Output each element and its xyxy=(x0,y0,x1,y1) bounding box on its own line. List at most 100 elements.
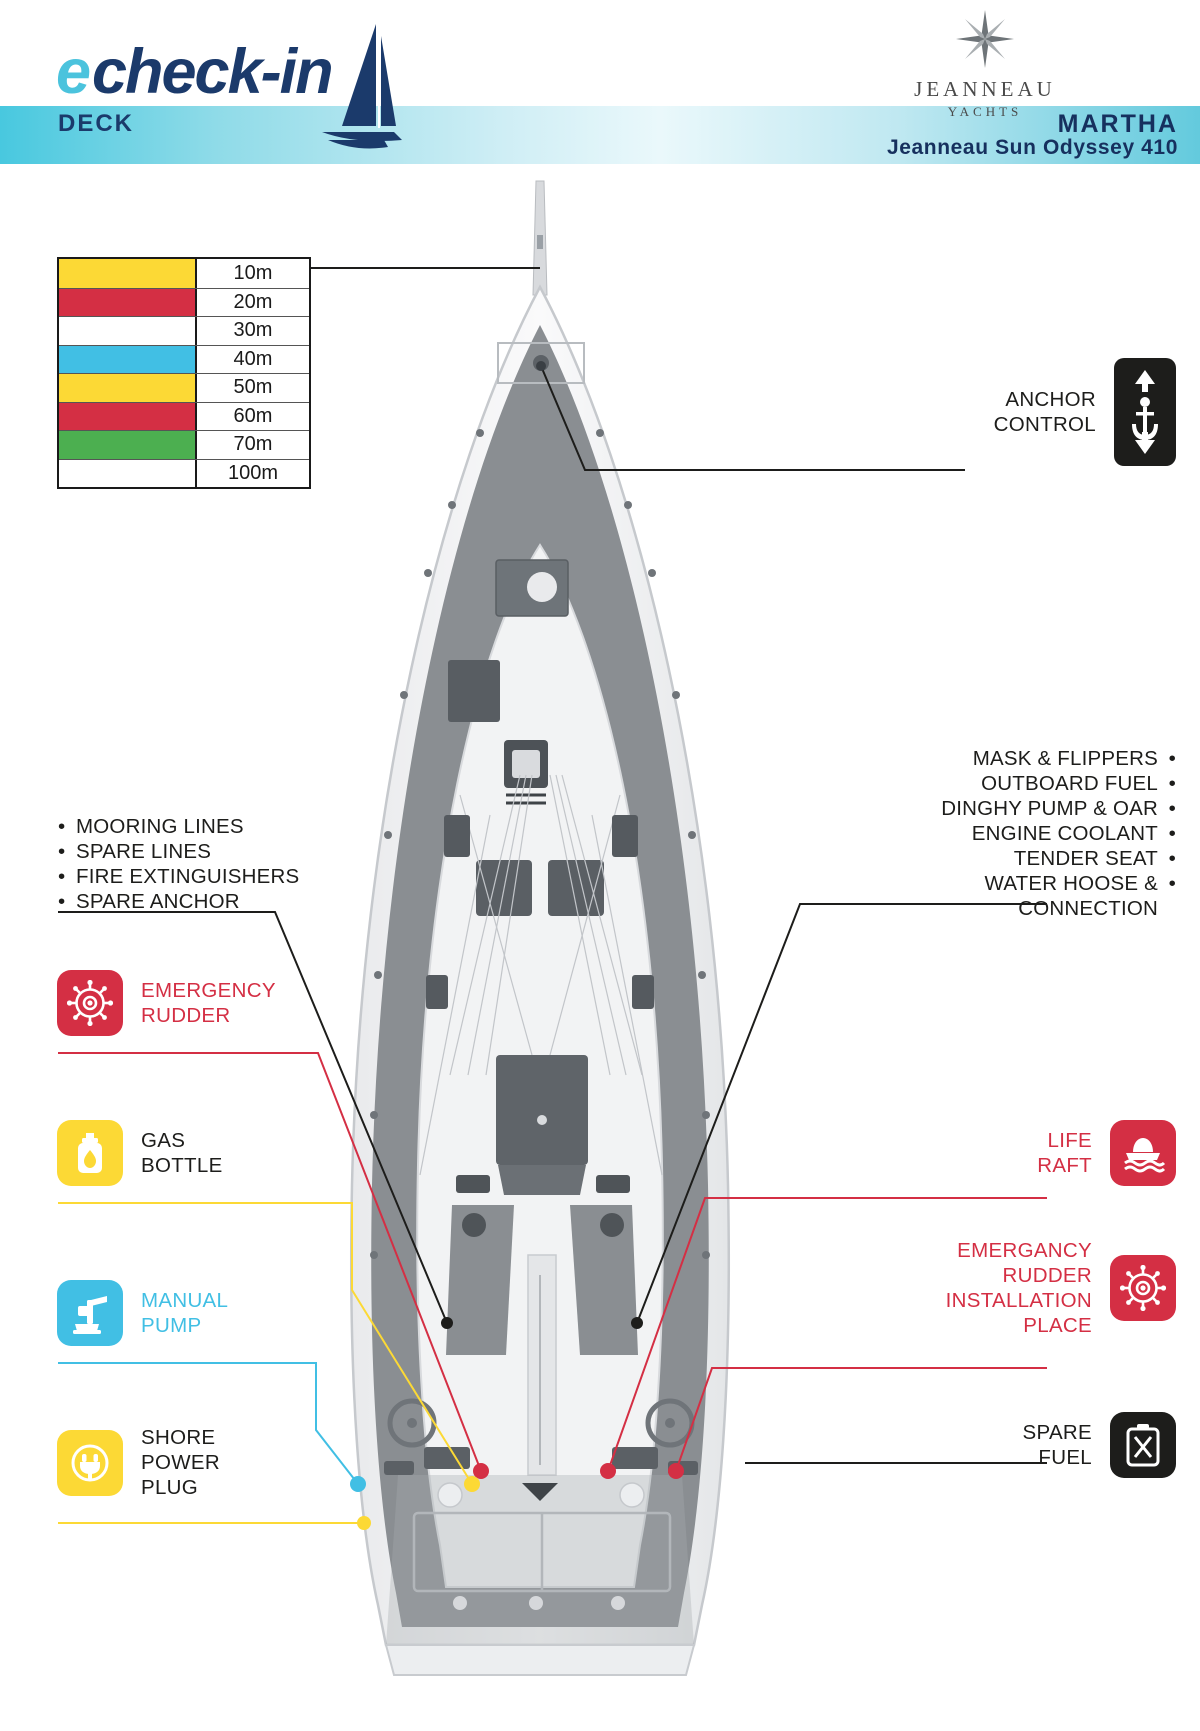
shore-power-plug-item[interactable]: SHORE POWER PLUG xyxy=(57,1425,220,1500)
list-item: CONNECTION xyxy=(1018,897,1158,920)
emergency-rudder-label: EMERGENCY RUDDER xyxy=(141,978,276,1028)
legend-swatch xyxy=(59,288,197,316)
legend-row: 60m xyxy=(59,401,309,430)
manual-pump-icon-box[interactable] xyxy=(57,1280,123,1346)
legend-label: 100m xyxy=(227,461,279,484)
transom-platform xyxy=(384,1475,696,1676)
jeanneau-brand-name: JEANNEAU xyxy=(914,77,1056,101)
power-plug-icon xyxy=(71,1444,109,1481)
manual-pump-line1: MANUAL xyxy=(141,1289,229,1312)
life-raft-icon xyxy=(1124,1138,1166,1173)
life-raft-item[interactable]: LIFE RAFT xyxy=(1037,1120,1176,1186)
legend-row: 10m xyxy=(59,259,309,288)
boat-model: Jeanneau Sun Odyssey 410 xyxy=(886,136,1178,159)
forward-hatch xyxy=(495,559,569,617)
life-raft-line1: LIFE xyxy=(1047,1129,1092,1152)
anchor-control-icon-box[interactable] xyxy=(1114,358,1176,466)
emergency-rudder-line1: EMERGENCY xyxy=(141,979,276,1002)
legend-swatch xyxy=(59,259,197,288)
legend-row: 30m xyxy=(59,316,309,345)
emergency-rudder-line2: RUDDER xyxy=(141,1004,231,1027)
gas-bottle-icon xyxy=(78,1133,102,1173)
compass-rose-icon xyxy=(956,10,1014,68)
list-item: ENGINE COOLANT xyxy=(941,821,1176,846)
header-gradient-band xyxy=(0,106,1200,164)
anchor-control-line1: ANCHOR xyxy=(1005,388,1096,411)
spare-fuel-icon-box[interactable] xyxy=(1110,1412,1176,1478)
list-item: SPARE LINES xyxy=(58,839,299,864)
cockpit-centre xyxy=(527,1254,557,1476)
hand-pump-icon xyxy=(73,1296,107,1334)
left-equipment-list: MOORING LINES SPARE LINES FIRE EXTINGUIS… xyxy=(58,814,299,914)
legend-row: 40m xyxy=(59,344,309,373)
er-install-line4: PLACE xyxy=(1023,1314,1092,1337)
legend-swatch xyxy=(59,345,197,373)
ships-wheel-icon xyxy=(1120,1265,1166,1311)
anchor-control-icon xyxy=(1132,370,1158,454)
jeanneau-brand-sub: YACHTS xyxy=(947,104,1023,119)
life-raft-icon-box[interactable] xyxy=(1110,1120,1176,1186)
legend-row: 70m xyxy=(59,430,309,459)
gas-bottle-label: GAS BOTTLE xyxy=(141,1128,223,1178)
boat-name: MARTHA xyxy=(1057,110,1178,138)
legend-swatch xyxy=(59,402,197,430)
spare-fuel-label: SPARE FUEL xyxy=(1023,1420,1092,1470)
emergency-rudder-item[interactable]: EMERGENCY RUDDER xyxy=(57,970,276,1036)
legend-label: 20m xyxy=(233,290,273,313)
manual-pump-line2: PUMP xyxy=(141,1314,202,1337)
mast-base-fittings xyxy=(504,740,548,805)
legend-swatch xyxy=(59,317,197,345)
list-item: TENDER SEAT xyxy=(941,846,1176,871)
legend-label: 70m xyxy=(233,433,273,456)
anchor-control-item[interactable]: ANCHOR CONTROL xyxy=(994,358,1176,466)
er-install-line1: EMERGANCY xyxy=(957,1239,1092,1262)
er-install-line3: INSTALLATION xyxy=(945,1289,1092,1312)
legend-label: 10m xyxy=(233,261,273,284)
emergency-rudder-installation-place-item[interactable]: EMERGANCY RUDDER INSTALLATION PLACE xyxy=(946,1238,1176,1338)
legend-label: 50m xyxy=(233,376,273,399)
er-install-line2: RUDDER xyxy=(1002,1264,1092,1287)
logo-e-letter: e xyxy=(56,37,91,107)
page-header: e check-in DECK xyxy=(0,0,1200,170)
anchor-chain-depth-legend: 10m 20m 30m 40m 50m 60m 70m 100m xyxy=(57,257,311,489)
list-item: WATER HOOSE & xyxy=(941,871,1176,896)
legend-row: 50m xyxy=(59,373,309,402)
list-item: SPARE ANCHOR xyxy=(58,889,299,914)
list-item: MASK & FLIPPERS xyxy=(941,746,1176,771)
sailboat-icon xyxy=(322,22,402,149)
ships-wheel-icon xyxy=(67,980,113,1026)
deck-hatch xyxy=(448,660,500,722)
shore-power-line3: PLUG xyxy=(141,1476,199,1499)
anchor-control-line2: CONTROL xyxy=(993,413,1096,436)
page-title: DECK xyxy=(58,110,135,137)
emergency-rudder-install-icon-box[interactable] xyxy=(1110,1255,1176,1321)
logo-checkin-text: check-in xyxy=(92,37,334,107)
legend-row: 20m xyxy=(59,287,309,316)
legend-swatch xyxy=(59,431,197,459)
legend-label: 60m xyxy=(233,404,273,427)
deck-plan-drawing xyxy=(349,180,731,1676)
emergency-rudder-install-label: EMERGANCY RUDDER INSTALLATION PLACE xyxy=(946,1238,1092,1338)
list-item: OUTBOARD FUEL xyxy=(941,771,1176,796)
legend-row: 100m xyxy=(59,458,309,487)
manual-pump-item[interactable]: MANUAL PUMP xyxy=(57,1280,228,1346)
anchor-control-label: ANCHOR CONTROL xyxy=(994,387,1096,437)
companionway xyxy=(496,1055,588,1195)
gas-bottle-line1: GAS xyxy=(141,1129,186,1152)
gas-bottle-item[interactable]: GAS BOTTLE xyxy=(57,1120,223,1186)
gas-bottle-line2: BOTTLE xyxy=(141,1154,223,1177)
list-item: FIRE EXTINGUISHERS xyxy=(58,864,299,889)
shore-power-line1: SHORE xyxy=(141,1426,216,1449)
gas-bottle-icon-box[interactable] xyxy=(57,1120,123,1186)
manual-pump-label: MANUAL PUMP xyxy=(141,1288,228,1338)
jerrycan-icon xyxy=(1126,1424,1160,1467)
list-item: MOORING LINES xyxy=(58,814,299,839)
legend-swatch xyxy=(59,374,197,402)
shore-power-plug-icon-box[interactable] xyxy=(57,1429,123,1496)
jeanneau-logo: JEANNEAU YACHTS xyxy=(905,8,1065,120)
spare-fuel-item[interactable]: SPARE FUEL xyxy=(1023,1412,1176,1478)
emergency-rudder-icon-box[interactable] xyxy=(57,970,123,1036)
legend-label: 40m xyxy=(233,347,273,370)
shore-power-line2: POWER xyxy=(141,1451,220,1474)
